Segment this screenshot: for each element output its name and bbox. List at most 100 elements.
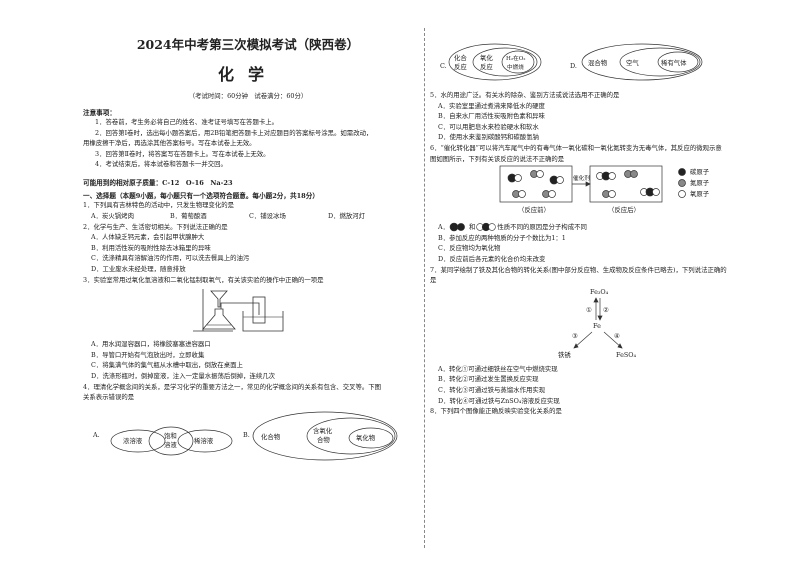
- q6-option-c: C．反应物均为氧化物: [438, 244, 501, 253]
- exam-meta: （考试时间：60分钟 试卷满分：60分）: [188, 92, 308, 100]
- gas-bottle: [252, 296, 266, 324]
- venn-saturated-label-2: 溶液: [164, 440, 177, 449]
- after-caption: （反应后）: [608, 205, 640, 214]
- legend-nitrogen-swatch: [678, 179, 686, 188]
- co-molecule-icon: [449, 223, 465, 232]
- q3-option-a: A．用水润湿容器口，将橡胶塞塞进容器口: [91, 340, 211, 349]
- arrow-3-number: ③: [572, 332, 578, 340]
- q8-stem: 8．下列四个图像能正确反映实验变化关系的是: [430, 407, 562, 416]
- right-column: C. 化合 反应 氧化 反应 H₂在O₂ 中燃烧 D. 混合物 空气 稀有气体 …: [430, 40, 760, 417]
- nest-oxidation-label-2: 反应: [480, 62, 493, 71]
- q3-option-c: C．将集满气体的集气瓶从水槽中取出，倒放在桌面上: [91, 361, 243, 370]
- q4-diagrams-cd: C. 化合 反应 氧化 反应 H₂在O₂ 中燃烧 D. 混合物 空气 稀有气体: [440, 43, 703, 81]
- q2-option-c: C．洗涤精具有溶解油污的作用，可以洗去餐具上的油污: [91, 254, 250, 263]
- notes-heading: 注意事项：: [83, 109, 116, 117]
- exam-title: 2024年中考第三次模拟考试（陕西卷）: [136, 37, 360, 52]
- molecule-atom: [548, 190, 556, 199]
- q7-option-b: B．转化②可通过发生置换反应实现: [438, 375, 539, 384]
- legend-oxygen: 氧原子: [690, 189, 710, 198]
- q1-option-c: C．铺设冰场: [249, 211, 286, 220]
- q1-option-d: D．燃放河灯: [328, 211, 366, 220]
- q4-stem-2: 关系表示错误的是: [83, 393, 135, 402]
- left-column: 2024年中考第三次模拟考试（陕西卷） 化学 （考试时间：60分钟 试卷满分：6…: [83, 28, 413, 467]
- nest-oxidation-label-1: 氧化: [480, 53, 493, 62]
- node-fe: Fe: [593, 322, 601, 330]
- q5-option-d: D．使用水来鉴别碳酸钙和碳酸氢钠: [438, 133, 539, 142]
- q1-options: A．炭火锅烤肉 B．葡萄酿酒 C．铺设冰场 D．燃放河灯: [83, 211, 413, 222]
- venn-dilute-label: 稀溶液: [194, 436, 214, 445]
- q7-option-c: C．转化③可通过铁与蒸馏水作用实现: [438, 385, 546, 394]
- delivery-tube: [220, 302, 260, 316]
- molecule-atom: [608, 172, 616, 181]
- molecule-atom: [518, 190, 526, 199]
- nest-combination-label-1: 化合: [454, 53, 467, 62]
- q2-option-a: A．人体缺乏钙元素，会引起甲状腺肿大: [91, 233, 205, 242]
- q5-option-a: A．实验室里通过煮沸来降低水的硬度: [438, 101, 545, 110]
- node-feso4: FeSO₄: [616, 351, 636, 359]
- nest-noble-gas: [657, 51, 699, 73]
- q6-option-b: B．参加反应的两种物质的分子个数比为1：1: [438, 233, 566, 242]
- q4-d-label: D.: [570, 62, 577, 70]
- arrow-3-head: [573, 343, 579, 349]
- funnel: [210, 290, 228, 308]
- q4-c-label: C.: [440, 62, 447, 70]
- arrow-1-head: [593, 296, 599, 303]
- nest-compound-label: 化合物: [261, 432, 281, 441]
- q5-option-c: C．可以用肥皂水来检验硬水和软水: [438, 122, 539, 131]
- molecule-atom: [514, 174, 522, 183]
- q7-stem-2: 是: [430, 276, 437, 285]
- q6-option-a-prefix: A．: [438, 223, 450, 232]
- q7-iron-diagram: Fe₃O₄ ① ② Fe ③ ④ 铁锈 FeSO₄: [558, 288, 636, 359]
- q2-option-b: B．利用活性炭的吸附性除去冰箱里的异味: [91, 243, 211, 252]
- nest-h2-combustion: [501, 50, 535, 74]
- q6-option-a: A． 和 性质不同的原因是分子构成不同: [430, 222, 760, 233]
- q6-option-d: D．反应前后各元素的化合价均未改变: [438, 254, 546, 263]
- q4-diagrams-ab: A. 浓溶液 饱和 溶液 稀溶液 B. 化合物 含氧化 合物 氧化物: [92, 411, 398, 461]
- arrow-4-number: ④: [614, 332, 620, 340]
- nest-compound: [252, 411, 398, 461]
- before-caption: （反应前）: [518, 205, 550, 214]
- nest-noble-gas-label: 稀有气体: [661, 58, 687, 67]
- q6-stem-2: 图如图所示，下列有关该反应的说法不正确的是: [430, 154, 565, 163]
- q2-option-d: D．工业废水未经处理，随意排放: [91, 264, 186, 273]
- nest-oxygen-compound-label-2: 合物: [317, 435, 330, 444]
- note-3: 3．回答第Ⅱ卷时，将答案写在答题卡上。写在本试卷上无效。: [95, 149, 270, 158]
- venn-saturated: [148, 426, 194, 456]
- q1-option-b: B．葡萄酿酒: [170, 211, 207, 220]
- venn-saturated-label-1: 饱和: [164, 431, 177, 440]
- node-fe3o4: Fe₃O₄: [590, 288, 609, 296]
- nest-air-label: 空气: [626, 58, 639, 67]
- nest-combination-label-2: 反应: [454, 62, 467, 71]
- q6-stem-1: 6．“催化转化器”可以将汽车尾气中的有毒气体一氧化碳和一氧化氮转变为无毒气体，其…: [430, 143, 722, 152]
- nest-mixture: [581, 43, 703, 81]
- q6-option-a-text: 性质不同的原因是分子构成不同: [497, 223, 587, 232]
- q4-stem-1: 4．理清化学概念间的关系，是学习化学的重要方法之一，常见的化学概念间的关系有包含…: [83, 382, 382, 391]
- q4-a-label: A.: [92, 431, 100, 439]
- conical-flask: [202, 308, 236, 330]
- molecule-atom: [652, 188, 660, 197]
- atomic-masses: 可能用到的相对原子质量：C-12 O-16 Na-23: [83, 178, 233, 187]
- note-2: 2．回答第Ⅰ卷时，选出每小题答案后，用2B铅笔把答题卡上对应题目的答案标号涂黑。…: [95, 128, 373, 137]
- q7-option-d: D．转化④可通过铁与ZnSO₄溶液反应实现: [438, 396, 560, 405]
- nest-air: [619, 47, 701, 77]
- q4-b-label: B.: [243, 431, 250, 439]
- catalyst-label: 催化剂: [573, 174, 590, 182]
- q3-stem: 3．实验室常用过氧化氢溶液和二氧化锰制取氧气，有关该实验的操作中正确的一项是: [83, 275, 324, 284]
- nest-oxygen-compound-label-1: 含氧化: [313, 426, 333, 435]
- q3-option-b: B．导管口开始有气泡放出时，立即收集: [91, 350, 205, 359]
- legend-nitrogen: 氮原子: [690, 178, 710, 187]
- q7-option-a: A．转化①可通过细铁丝在空气中燃烧实现: [438, 364, 558, 373]
- note-4: 4．考试结束后，将本试卷和答题卡一并交回。: [95, 160, 227, 169]
- q5-stem: 5．水的用途广泛。有关水的除杂、鉴别方法或说法选用不正确的是: [430, 91, 620, 99]
- water-trough: [242, 311, 284, 332]
- arrow-1-number: ①: [586, 306, 592, 314]
- venn-dilute: [177, 429, 233, 453]
- q6-micro-diagram: 催化剂: [499, 165, 710, 214]
- section-1-heading: 一、选择题（本题9小题，每小题只有一个选项符合题意。每小题2分，共18分）: [83, 191, 319, 200]
- arrow-2-number: ②: [603, 306, 609, 314]
- nest-mixture-label: 混合物: [588, 58, 608, 67]
- nest-oxidation-reaction: [472, 47, 538, 77]
- molecule-atom: [536, 170, 544, 179]
- oxygen-apparatus-figure: [193, 289, 284, 332]
